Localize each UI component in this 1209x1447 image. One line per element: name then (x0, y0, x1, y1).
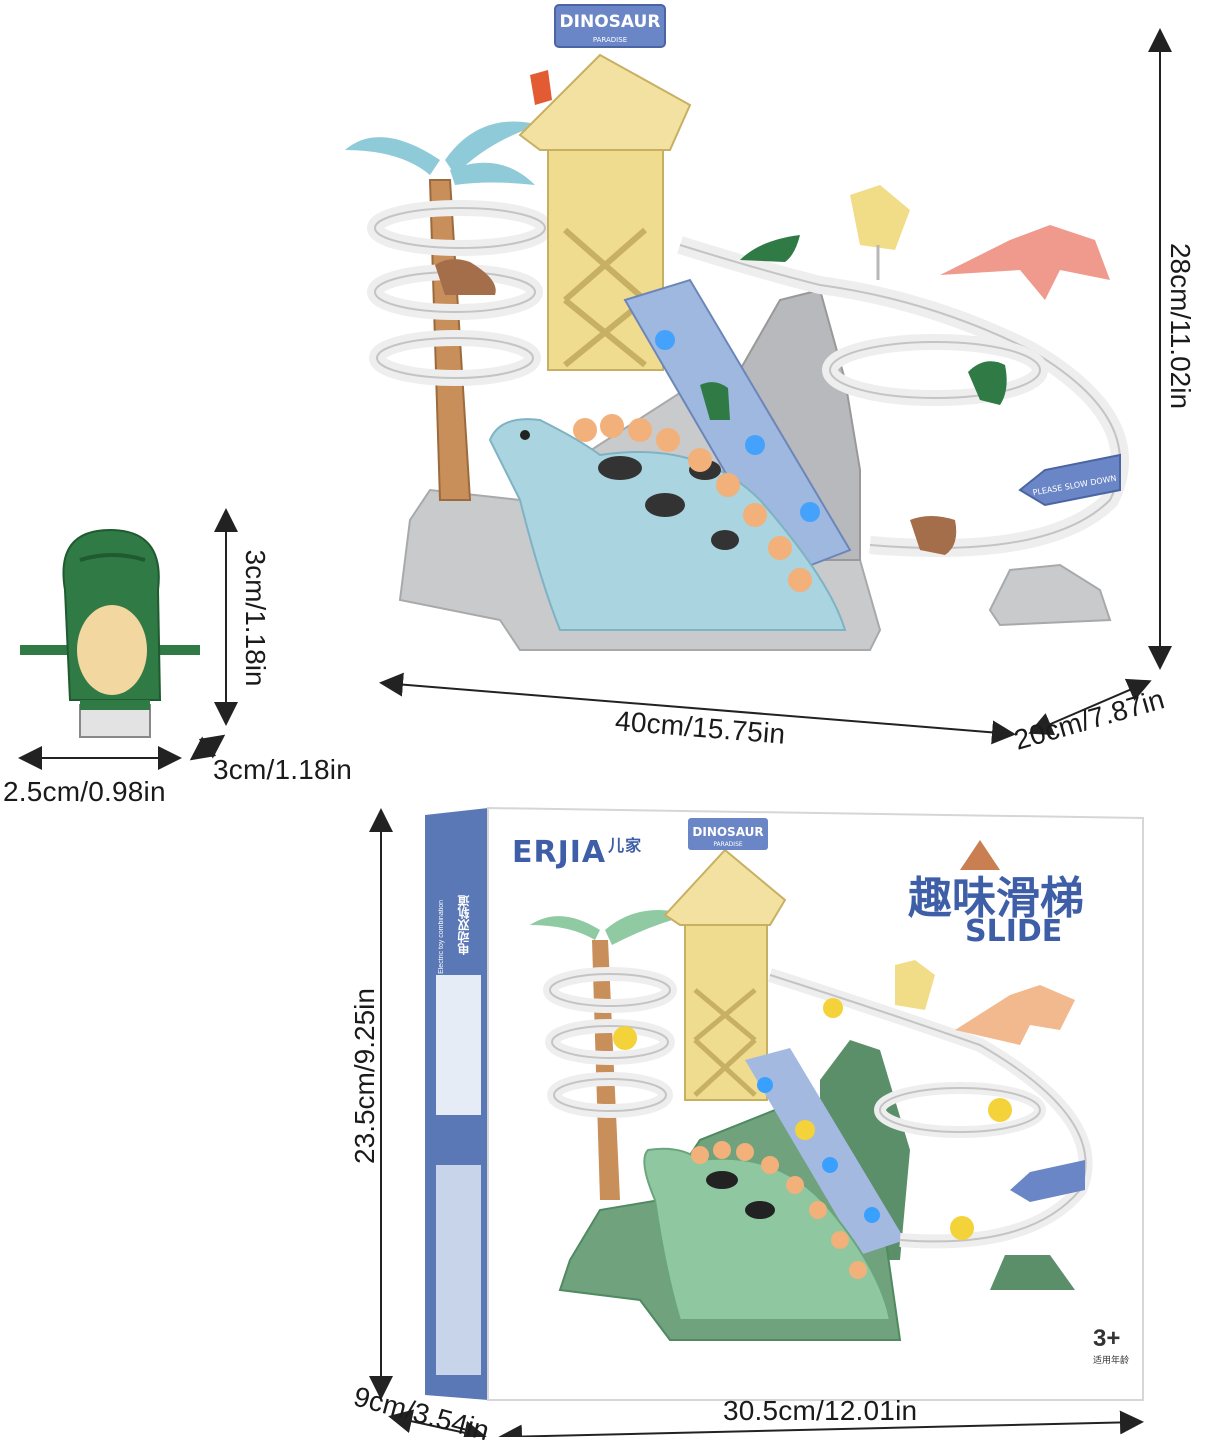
box-title-cn: 趣味滑梯 (908, 873, 1084, 924)
box-image: DINOSAUR PARADISE (425, 806, 1144, 1401)
track-sign-subtitle: PARADISE (593, 36, 627, 44)
box-brand-cn: 儿家 (608, 836, 643, 855)
track-sign-title: DINOSAUR (560, 12, 661, 32)
car-width-label: 2.5cm/0.98in (3, 776, 166, 807)
box-side-title: 电动双轨道 (457, 895, 471, 955)
track-set-image: DINOSAUR PARADISE PLEA (345, 4, 1129, 651)
box-height-label: 23.5cm/9.25in (349, 988, 380, 1164)
box-age: 3+ (1093, 1325, 1121, 1352)
box-title-en: SLIDE (965, 914, 1063, 949)
box-sign-title: DINOSAUR (692, 825, 763, 839)
car-height-label: 3cm/1.18in (240, 549, 271, 687)
box-sign-subtitle: PARADISE (713, 841, 743, 848)
box-width-label: 30.5cm/12.01in (723, 1395, 918, 1426)
box-age-cn: 适用年龄 (1093, 1356, 1130, 1366)
dimension-lines (18, 27, 1172, 1437)
box-side-subtitle: Electric toy combination (438, 900, 445, 974)
track-height-label: 28cm/11.02in (1165, 242, 1196, 410)
box-brand-en: ERJIA (512, 835, 607, 870)
car-image (20, 528, 200, 738)
car-depth-label: 3cm/1.18in (213, 754, 352, 785)
